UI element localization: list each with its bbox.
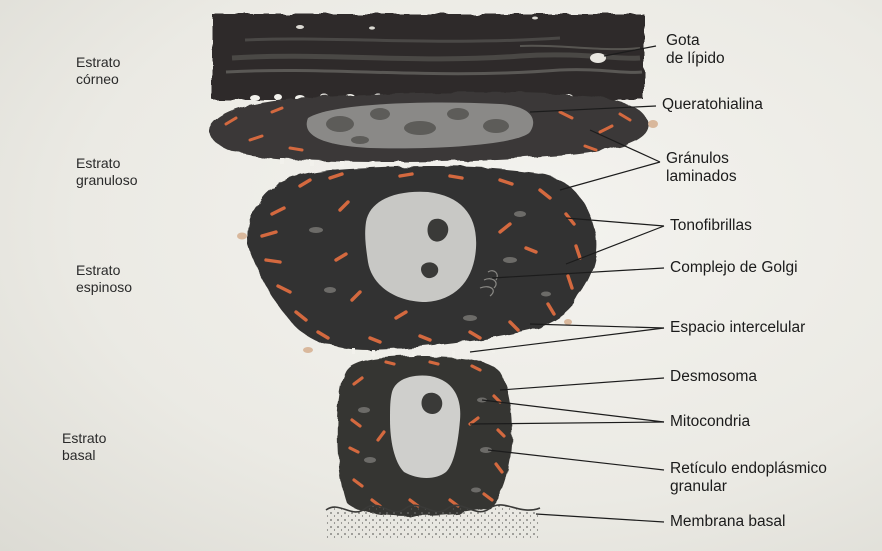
label-estrato-espinoso: Estrato espinoso <box>76 262 132 295</box>
basement-membrane-zone <box>326 505 540 540</box>
stratum-spinosum-cell <box>237 166 597 358</box>
label-line: granuloso <box>76 172 138 189</box>
callout-line: Membrana basal <box>670 513 785 531</box>
callout-reticulo-endoplasmico: Retículo endoplásmico granular <box>670 460 827 497</box>
callout-line: Complejo de Golgi <box>670 259 798 277</box>
callout-gota-lipido: Gota de lípido <box>666 32 725 69</box>
callout-line: Retículo endoplásmico <box>670 460 827 478</box>
leader-membrana <box>536 514 664 522</box>
label-line: Estrato <box>76 262 132 279</box>
callout-membrana-basal: Membrana basal <box>670 513 785 531</box>
callout-desmosoma: Desmosoma <box>670 368 757 386</box>
label-line: córneo <box>76 71 120 88</box>
callout-granulos-laminados: Gránulos laminados <box>666 150 737 187</box>
callout-line: Espacio intercelular <box>670 319 805 337</box>
callout-tonofibrillas: Tonofibrillas <box>670 217 752 235</box>
label-line: basal <box>62 447 106 464</box>
callout-line: Desmosoma <box>670 368 757 386</box>
leader-espacio-1 <box>530 324 664 328</box>
callout-espacio-intercelular: Espacio intercelular <box>670 319 805 337</box>
callout-line: laminados <box>666 168 737 186</box>
label-line: Estrato <box>62 430 106 447</box>
callout-line: granular <box>670 478 827 496</box>
label-estrato-granuloso: Estrato granuloso <box>76 155 138 188</box>
leader-granulos-2 <box>560 162 660 190</box>
callout-line: de lípido <box>666 50 725 68</box>
callout-line: Mitocondria <box>670 413 750 431</box>
label-line: Estrato <box>76 155 138 172</box>
label-estrato-basal: Estrato basal <box>62 430 106 463</box>
callout-line: Queratohialina <box>662 96 763 114</box>
callout-line: Gránulos <box>666 150 737 168</box>
stratum-basale-cell <box>337 356 512 516</box>
label-line: espinoso <box>76 279 132 296</box>
leader-reticulo <box>488 450 664 470</box>
leader-desmosoma <box>500 378 664 390</box>
callout-mitocondria: Mitocondria <box>670 413 750 431</box>
callout-line: Gota <box>666 32 725 50</box>
lipid-droplet-shape <box>590 53 606 63</box>
callout-line: Tonofibrillas <box>670 217 752 235</box>
callout-queratohialina: Queratohialina <box>662 96 763 114</box>
callout-complejo-golgi: Complejo de Golgi <box>670 259 798 277</box>
stratum-corneum-layer <box>212 14 644 101</box>
label-line: Estrato <box>76 54 120 71</box>
label-estrato-corneo: Estrato córneo <box>76 54 120 87</box>
